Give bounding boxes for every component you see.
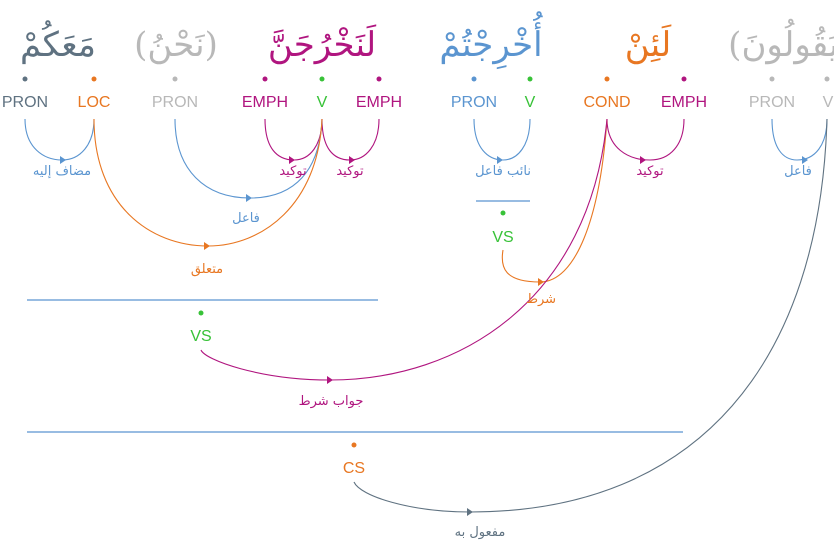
word-ukhrijtum: أُخْرِجْتُمْ <box>439 11 543 69</box>
tag-emph: EMPH <box>661 94 707 111</box>
arrowhead <box>538 278 544 286</box>
label-shart: شرط <box>526 292 556 307</box>
tag-cond: COND <box>583 94 630 111</box>
phrase-dot <box>198 310 204 316</box>
arrowhead <box>246 194 252 202</box>
arc-tawkid-left <box>264 118 323 161</box>
word-lain: لَئِنْ <box>625 24 672 65</box>
arc-fail-yaquluna <box>771 118 828 161</box>
node-dots <box>22 76 830 82</box>
label-tawkid: توكيد <box>279 164 307 179</box>
tag-pron: PRON <box>152 94 198 111</box>
arc-jawab-shart <box>200 118 608 381</box>
arrowhead <box>349 156 355 164</box>
label-fail: فاعل <box>232 211 260 226</box>
arc-tawkid-right <box>321 118 380 161</box>
arrowheads <box>60 156 808 516</box>
arrowhead <box>467 508 473 516</box>
arc-shart <box>501 118 608 283</box>
tag-loc: LOC <box>78 94 111 111</box>
arrowhead <box>60 156 66 164</box>
phrase-cs: CS <box>343 460 365 477</box>
tag-pron: PRON <box>451 94 497 111</box>
word-lanakhrujanna: لَنَخْرُجَنَّ <box>268 24 377 65</box>
node-dot <box>471 76 477 82</box>
relation-labels: فاعل توكيد نائب فاعل توكيد توكيد مضاف إل… <box>33 164 812 540</box>
dependency-arcs <box>24 118 828 513</box>
arc-fail-nahnu <box>174 118 323 199</box>
phrase-vs: VS <box>190 328 211 345</box>
phrase-nodes: VS VS CS <box>190 210 514 477</box>
phrase-dot <box>500 210 506 216</box>
arc-mudaf-ilayh <box>24 118 95 161</box>
node-dot <box>172 76 178 82</box>
phrase-dot <box>351 442 357 448</box>
arrowhead <box>640 156 646 164</box>
phrase-vs: VS <box>492 229 513 246</box>
arrowhead <box>289 156 295 164</box>
phrase-lines <box>27 200 683 433</box>
label-jawab-shart: جواب شرط <box>299 394 364 409</box>
label-mafoul-bih: مفعول به <box>455 525 506 540</box>
label-naib-fail: نائب فاعل <box>475 164 531 179</box>
node-dot <box>262 76 268 82</box>
label-fail: فاعل <box>784 164 812 179</box>
node-dot <box>527 76 533 82</box>
label-mutaallaq: متعلق <box>191 262 223 277</box>
word-nahnu: (نَحْنُ) <box>134 25 218 65</box>
word-maakum: مَعَكُمْ <box>20 20 96 65</box>
arrowhead <box>497 156 503 164</box>
tag-v: V <box>823 94 834 111</box>
node-dot <box>91 76 97 82</box>
arrowhead <box>204 242 210 250</box>
pos-tags: V PRON EMPH COND V PRON EMPH V EMPH PRON… <box>2 94 834 111</box>
node-dot <box>824 76 830 82</box>
tag-emph: EMPH <box>242 94 288 111</box>
tag-pron: PRON <box>749 94 795 111</box>
label-mudaf-ilayh: مضاف إليه <box>33 164 91 179</box>
node-dot <box>22 76 28 82</box>
arc-tawkid-lain <box>606 118 685 161</box>
words: (يَقُولُونَ) لَئِنْ أُخْرِجْتُمْ لَنَخْر… <box>20 11 834 69</box>
node-dot <box>319 76 325 82</box>
label-tawkid: توكيد <box>336 164 364 179</box>
arc-naib-fail <box>473 118 531 161</box>
tag-emph: EMPH <box>356 94 402 111</box>
node-dot <box>604 76 610 82</box>
node-dot <box>681 76 687 82</box>
tag-v: V <box>525 94 536 111</box>
node-dot <box>376 76 382 82</box>
label-tawkid: توكيد <box>636 164 664 179</box>
arrowhead <box>802 156 808 164</box>
arrowhead <box>327 376 333 384</box>
arc-mutaallaq <box>93 118 323 247</box>
tag-pron: PRON <box>2 94 48 111</box>
node-dot <box>769 76 775 82</box>
word-yaquluna: (يَقُولُونَ) <box>728 19 834 65</box>
tag-v: V <box>317 94 328 111</box>
arc-mafoul-bih <box>353 118 828 513</box>
